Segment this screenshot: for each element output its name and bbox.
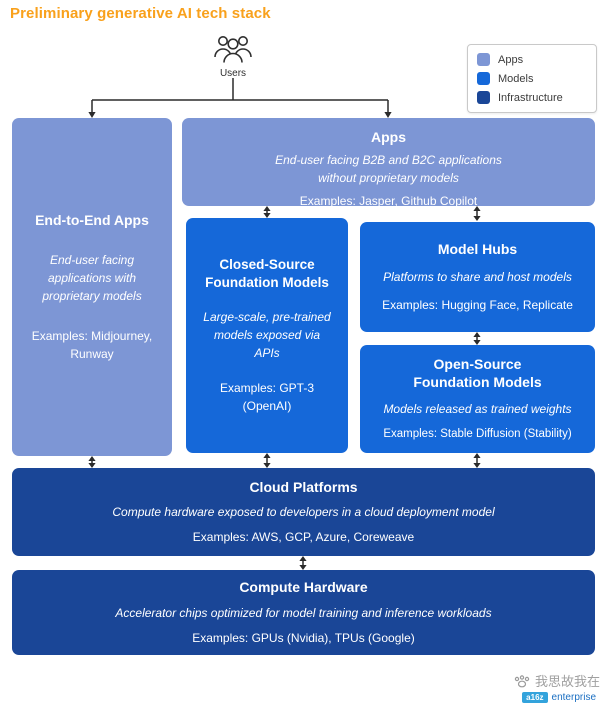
box-title: Open-Source Foundation Models xyxy=(413,356,542,391)
legend-item-apps: Apps xyxy=(477,53,587,66)
box-title: Model Hubs xyxy=(437,240,518,257)
box-open-source-foundation-models: Open-Source Foundation Models Models rel… xyxy=(360,345,595,453)
box-description: Compute hardware exposed to developers i… xyxy=(112,505,495,520)
a16z-badge: a16z xyxy=(522,692,548,703)
legend: Apps Models Infrastructure xyxy=(467,44,597,113)
box-model-hubs: Model Hubs Platforms to share and host m… xyxy=(360,222,595,332)
users-label: Users xyxy=(219,68,247,79)
box-title: End-to-End Apps xyxy=(35,211,149,228)
box-examples: Examples: Stable Diffusion (Stability) xyxy=(383,427,572,440)
box-title: Compute Hardware xyxy=(239,579,368,596)
watermark-row: 我思故我在 xyxy=(513,671,600,690)
legend-item-models: Models xyxy=(477,72,587,85)
box-title: Closed-Source Foundation Models xyxy=(205,256,329,290)
box-examples: Examples: AWS, GCP, Azure, Coreweave xyxy=(192,530,415,545)
box-closed-source-foundation-models: Closed-Source Foundation Models Large-sc… xyxy=(186,218,348,453)
legend-item-infrastructure: Infrastructure xyxy=(477,91,587,104)
models-color-swatch xyxy=(477,72,490,85)
legend-label: Models xyxy=(498,72,534,85)
box-examples: Examples: Midjourney, Runway xyxy=(31,329,153,362)
a16z-enterprise-logo: a16z enterprise xyxy=(522,692,600,703)
box-description: Accelerator chips optimized for model tr… xyxy=(115,605,492,620)
box-examples: Examples: GPT-3 (OpenAI) xyxy=(219,381,315,414)
box-end-to-end-apps: End-to-End Apps End-user facing applicat… xyxy=(12,118,172,456)
box-examples: Examples: Hugging Face, Replicate xyxy=(382,298,573,313)
box-examples: Examples: GPUs (Nvidia), TPUs (Google) xyxy=(192,630,415,645)
box-description: End-user facing applications with propri… xyxy=(42,253,142,304)
box-title: Apps xyxy=(371,129,406,145)
box-description: Platforms to share and host models xyxy=(383,270,572,285)
watermark-text: 我思故我在 xyxy=(534,674,600,689)
legend-label: Infrastructure xyxy=(498,91,563,104)
paw-icon xyxy=(514,674,530,687)
box-description: Large-scale, pre-trained models exposed … xyxy=(203,310,331,361)
apps-color-swatch xyxy=(477,53,490,66)
box-examples: Examples: Jasper, Github Copilot xyxy=(299,194,478,209)
box-compute-hardware: Compute Hardware Accelerator chips optim… xyxy=(12,570,595,655)
box-apps: Apps End-user facing B2B and B2C applica… xyxy=(182,118,595,208)
page-title: Preliminary generative AI tech stack xyxy=(10,5,271,22)
box-description: End-user facing B2B and B2C applications… xyxy=(275,153,502,186)
box-cloud-platforms: Cloud Platforms Compute hardware exposed… xyxy=(12,468,595,556)
users-group: Users xyxy=(204,33,262,79)
users-icon xyxy=(214,36,252,63)
box-title: Cloud Platforms xyxy=(249,478,358,495)
legend-label: Apps xyxy=(498,53,524,66)
enterprise-label: enterprise xyxy=(551,692,596,703)
infrastructure-color-swatch xyxy=(477,91,490,104)
watermark: 我思故我在 a16z enterprise xyxy=(462,671,600,703)
box-description: Models released as trained weights xyxy=(383,401,572,416)
